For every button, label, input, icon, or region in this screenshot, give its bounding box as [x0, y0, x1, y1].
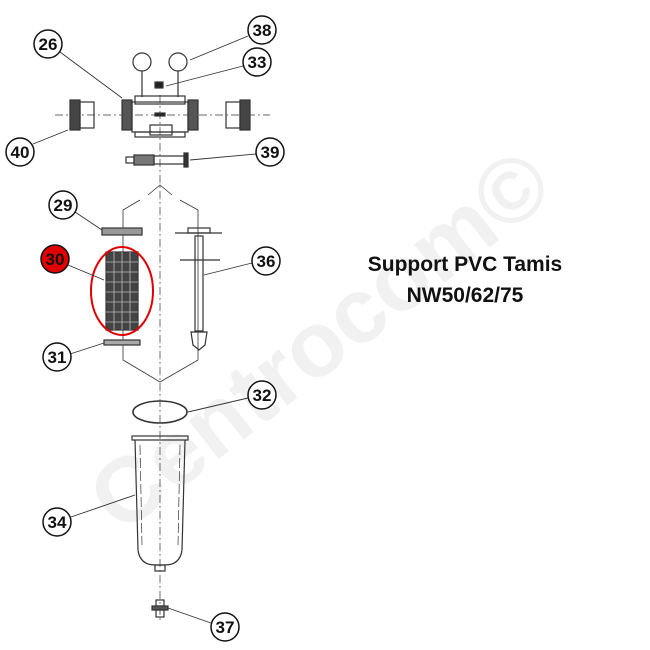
svg-text:39: 39 [261, 143, 280, 162]
pressure-gauges [132, 52, 188, 97]
part-30-screen [105, 251, 139, 331]
part-29-support [101, 227, 143, 236]
part-39-valve [125, 152, 189, 168]
svg-text:34: 34 [48, 513, 67, 532]
svg-text:37: 37 [216, 618, 235, 637]
part-32-o-ring [132, 400, 188, 424]
highlight-ellipse [90, 246, 154, 336]
product-subtitle: NW50/62/75 [406, 284, 524, 307]
callout-31: 31 [42, 342, 72, 372]
product-title: Support PVC Tamis [367, 253, 563, 276]
callout-32: 32 [247, 380, 277, 410]
svg-text:26: 26 [39, 35, 58, 54]
svg-text:38: 38 [253, 21, 272, 40]
svg-text:30: 30 [46, 250, 65, 269]
callout-39: 39 [255, 137, 285, 167]
callout-40: 40 [5, 137, 35, 167]
part-31-support [103, 339, 141, 346]
svg-text:36: 36 [257, 252, 276, 271]
callout-38: 38 [247, 15, 277, 45]
part-34-bowl [131, 435, 189, 572]
callout-33: 33 [242, 47, 272, 77]
filter-head-body [121, 95, 199, 138]
svg-text:31: 31 [48, 348, 67, 367]
callout-26: 26 [33, 29, 63, 59]
svg-text:40: 40 [11, 143, 30, 162]
svg-text:29: 29 [54, 196, 73, 215]
callout-34: 34 [42, 507, 72, 537]
callout-30: 30 [40, 244, 70, 274]
part-36-tube [175, 227, 222, 351]
callout-37: 37 [210, 612, 240, 642]
svg-text:33: 33 [248, 53, 267, 72]
callout-29: 29 [48, 190, 78, 220]
union-connectors [69, 99, 251, 131]
vent-screw [154, 81, 164, 89]
svg-text:32: 32 [253, 386, 272, 405]
callout-36: 36 [251, 246, 281, 276]
